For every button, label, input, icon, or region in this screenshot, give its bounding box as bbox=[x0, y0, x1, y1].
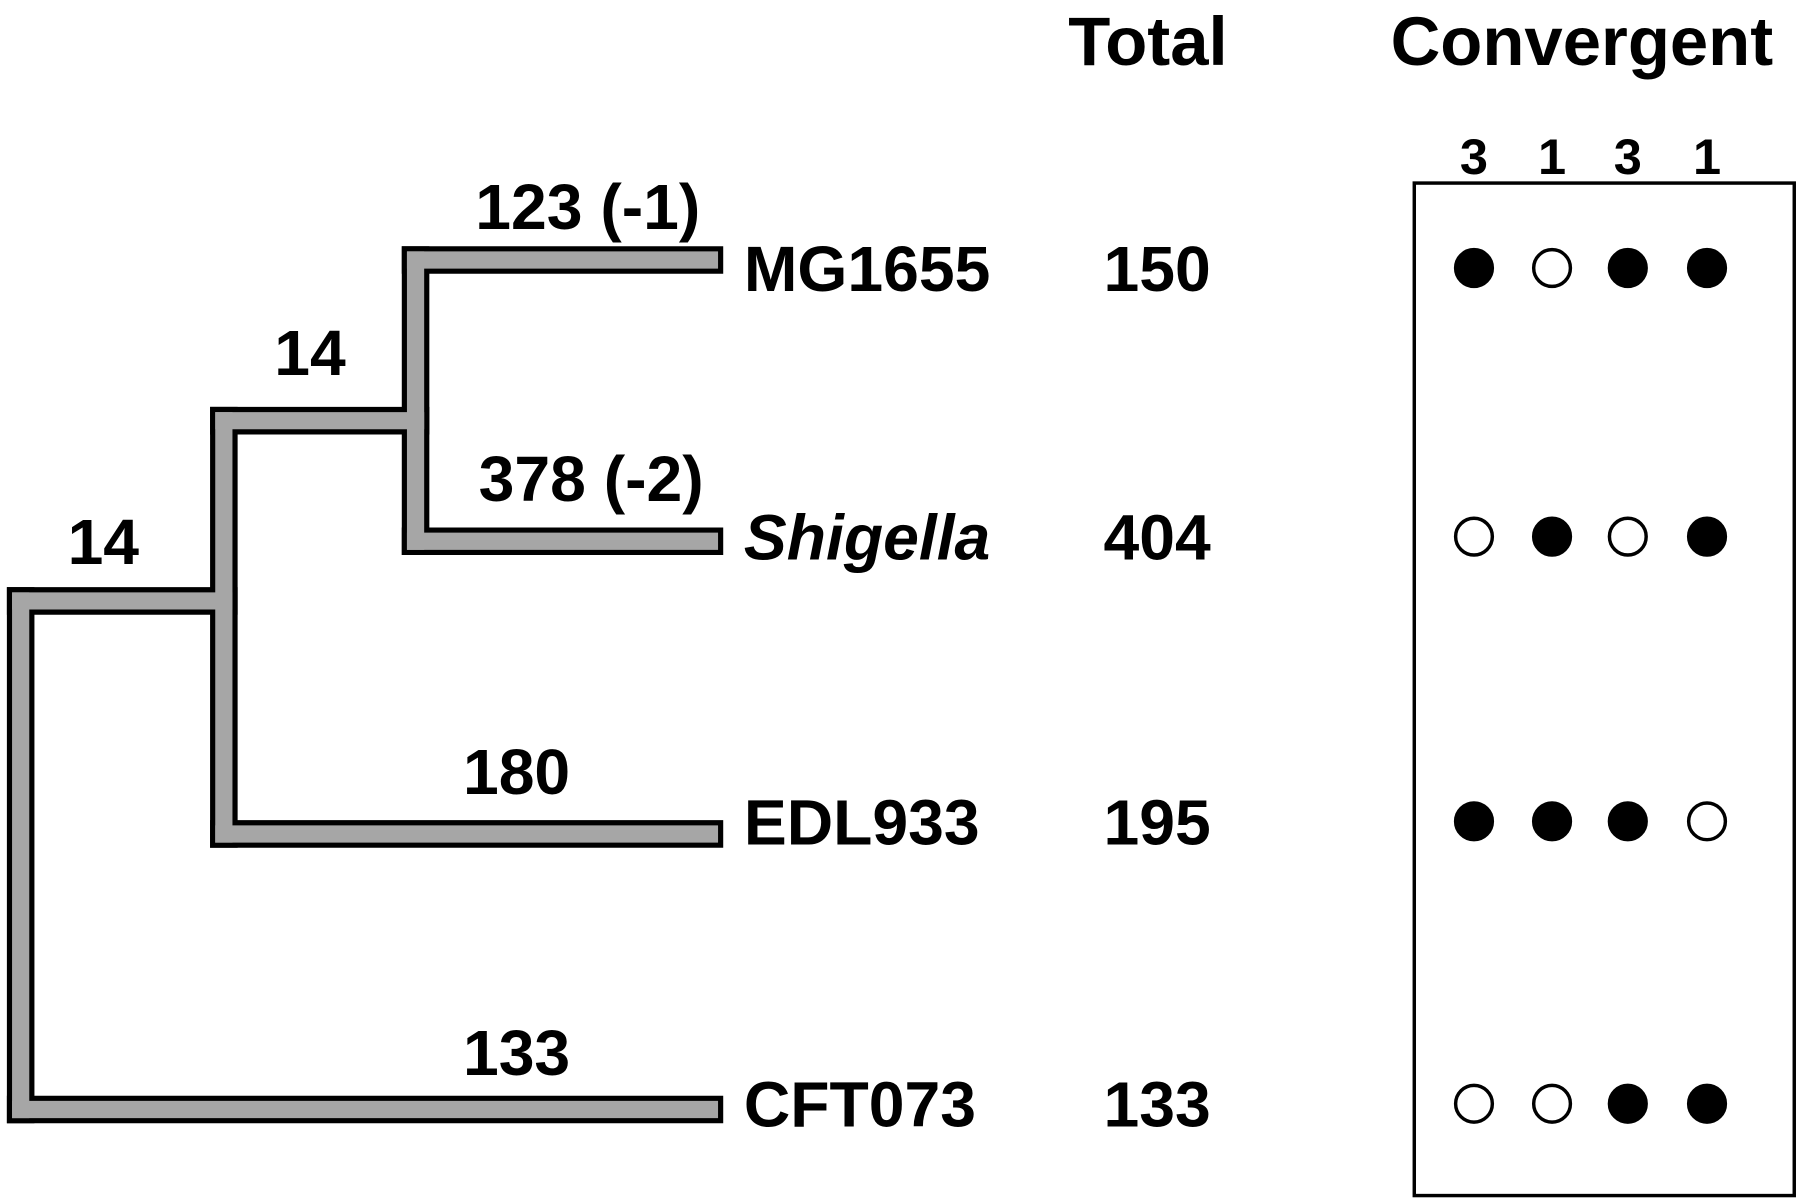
taxon-name: Shigella bbox=[744, 502, 990, 574]
filled-dot bbox=[1607, 247, 1648, 289]
filled-dot bbox=[1607, 801, 1648, 842]
header-convergent: Convergent bbox=[1391, 3, 1774, 80]
filled-dot bbox=[1686, 516, 1728, 557]
total-count: 133 bbox=[1104, 1069, 1211, 1141]
filled-dot bbox=[1607, 1083, 1648, 1124]
filled-dot bbox=[1686, 1083, 1728, 1124]
open-dot bbox=[1453, 516, 1495, 557]
taxa-rows: 123 (-1) MG1655 150 378 (-2) Shigella 404 180E… bbox=[463, 171, 1728, 1141]
filled-dot bbox=[1686, 247, 1728, 289]
header-total: Total bbox=[1068, 3, 1227, 80]
open-dot bbox=[1607, 516, 1648, 557]
branch-label: 123 (-1) bbox=[475, 171, 700, 243]
column-label: 1 bbox=[1693, 128, 1721, 185]
total-count: 195 bbox=[1104, 786, 1211, 858]
filled-dot bbox=[1453, 247, 1495, 289]
open-dot bbox=[1686, 801, 1728, 842]
taxon-row: 378 (-2) Shigella 404 bbox=[479, 443, 1728, 574]
branch-label: 378 (-2) bbox=[479, 443, 704, 515]
branch-label: 180 bbox=[463, 736, 570, 808]
column-label: 3 bbox=[1614, 128, 1642, 185]
open-dot bbox=[1453, 1083, 1495, 1124]
total-count: 150 bbox=[1104, 233, 1211, 305]
branch-label-internal-upper: 14 bbox=[274, 317, 346, 389]
branch-label: 133 bbox=[463, 1017, 570, 1089]
column-label: 1 bbox=[1538, 128, 1566, 185]
taxon-name: CFT073 bbox=[744, 1069, 976, 1141]
convergent-box bbox=[1412, 181, 1796, 1198]
filled-dot bbox=[1531, 801, 1573, 842]
open-dot bbox=[1531, 247, 1573, 289]
taxon-name: EDL933 bbox=[744, 786, 980, 858]
taxon-name: MG1655 bbox=[744, 233, 991, 305]
filled-dot bbox=[1531, 516, 1573, 557]
taxon-row: 123 (-1) MG1655 150 bbox=[475, 171, 1728, 305]
open-dot bbox=[1531, 1083, 1573, 1124]
branch-label-internal-root: 14 bbox=[68, 506, 140, 578]
total-count: 404 bbox=[1104, 502, 1211, 574]
filled-dot bbox=[1453, 801, 1495, 842]
column-label: 3 bbox=[1460, 128, 1488, 185]
tree-branches bbox=[6, 246, 724, 1124]
